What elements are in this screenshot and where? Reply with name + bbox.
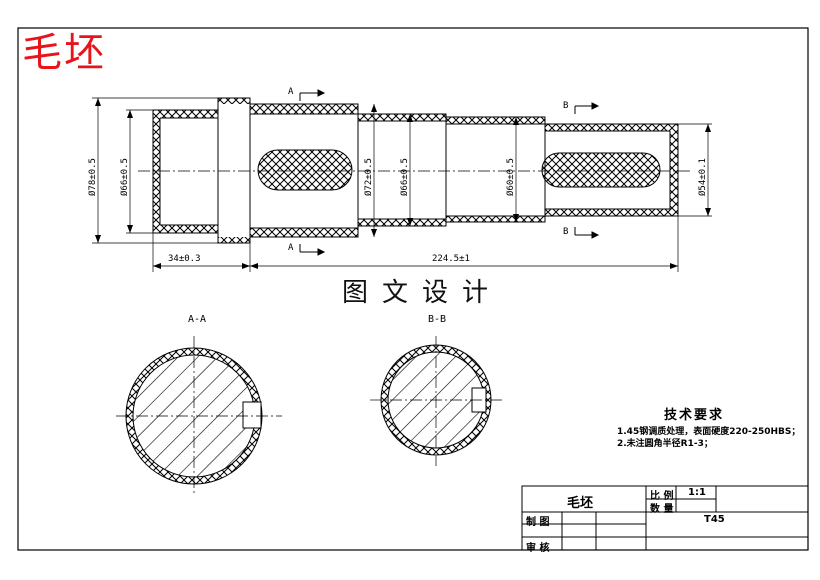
- dim-len34: 34±0.3: [168, 254, 201, 264]
- title-block-drawn-label: 制 图: [526, 517, 550, 528]
- section-mark-a-top: A: [288, 87, 294, 97]
- section-view-bb: [370, 336, 504, 466]
- dimension-lines: [92, 97, 712, 272]
- drawing-title-red: 毛坯: [22, 30, 106, 76]
- dim-d66: Ø66±0.5: [119, 158, 130, 196]
- title-block-qty-label: 数 量: [650, 504, 674, 515]
- title-block: [521, 485, 809, 551]
- section-title-bb: B-B: [428, 314, 447, 325]
- watermark-text: 图文设计: [336, 272, 509, 309]
- dim-d56: Ø66±0.5: [399, 158, 410, 196]
- section-view-aa: [116, 336, 282, 496]
- allowance-hatching: [153, 98, 678, 243]
- title-block-checked-label: 审 核: [526, 543, 550, 554]
- dim-d72: Ø72±0.5: [363, 158, 374, 196]
- section-mark-a-bottom: A: [288, 243, 294, 253]
- tech-req-title: 技术要求: [664, 408, 725, 423]
- tech-req-item-1: 1.45钢调质处理，表面硬度220-250HBS；: [617, 427, 801, 437]
- dim-d60: Ø60±0.5: [505, 158, 516, 196]
- title-block-material: T45: [704, 514, 725, 525]
- title-block-scale-label: 比 例: [650, 491, 674, 502]
- section-mark-b-top: B: [563, 101, 568, 111]
- dim-d54: Ø54±0.1: [697, 158, 708, 196]
- section-mark-b-bottom: B: [563, 227, 568, 237]
- section-cut-b: [574, 102, 600, 239]
- dim-len224: 224.5±1: [432, 254, 470, 264]
- dimension-arrows: [95, 98, 711, 269]
- title-block-name: 毛坯: [567, 496, 594, 511]
- title-block-scale-value: 1:1: [688, 487, 706, 498]
- section-cut-a: [299, 89, 326, 256]
- dim-d78: Ø78±0.5: [87, 158, 98, 196]
- drawing-frame: [17, 27, 809, 551]
- tech-req-item-2: 2.未注圆角半径R1-3；: [617, 439, 713, 449]
- section-title-aa: A-A: [188, 314, 207, 325]
